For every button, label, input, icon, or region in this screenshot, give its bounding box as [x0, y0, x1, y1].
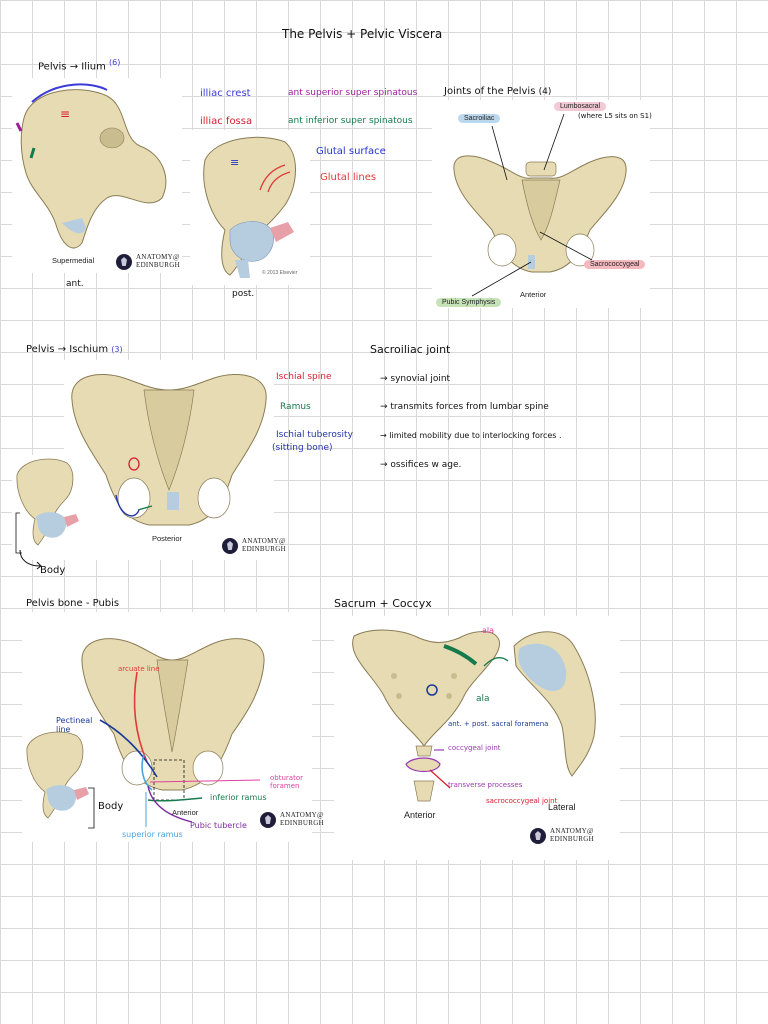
label-transverse-processes: transverse processes	[448, 781, 523, 789]
ischium-heading: Pelvis → Ischium (3)	[26, 344, 123, 356]
anatomy-logo-4: ANATOMY@EDINBURGH	[530, 828, 594, 844]
lumbosacral-note: (where L5 sits on S1)	[578, 112, 652, 120]
label-coccygeal-joint: coccygeal joint	[448, 744, 501, 752]
page-title: The Pelvis + Pelvic Viscera	[282, 27, 443, 41]
label-pubic-tubercle: Pubic tubercle	[190, 821, 247, 830]
sacroiliac-heading: Sacroiliac joint	[370, 343, 451, 356]
ischium-count: (3)	[111, 345, 123, 354]
ilium-heading: Pelvis → Ilium (6)	[38, 58, 120, 73]
pubis-figure: Anterior ANATOMY@EDINBURGH	[22, 612, 324, 842]
term-ant-inferior: ant inferior super spinatous	[288, 116, 413, 126]
label-pubic-symphysis: Pubic Symphysis	[436, 298, 502, 307]
ilium-heading-text: Pelvis → Ilium	[38, 61, 106, 73]
ilium-copyright: © 2013 Elsevier	[262, 270, 298, 276]
logo-line2: EDINBURGH	[550, 835, 594, 843]
label-pubis-anterior: Anterior	[172, 808, 199, 817]
label-inferior-ramus: inferior ramus	[210, 793, 267, 802]
pelvis-anterior-illustration	[453, 113, 627, 297]
label-superior-ramus: superior ramus	[122, 830, 183, 839]
label-lumbosacral: Lumbosacral	[554, 102, 607, 111]
sacrum-heading: Sacrum + Coccyx	[334, 597, 432, 610]
ilium-lateral-illustration: ≡	[203, 136, 296, 278]
sacroiliac-point-3: → limited mobility due to interlocking f…	[380, 431, 562, 440]
sacroiliac-point-4: → ossifices w age.	[380, 460, 462, 470]
ilium-count: (6)	[109, 58, 121, 67]
ischium-view-label: Posterior	[152, 534, 183, 543]
body-arrow	[19, 549, 42, 570]
logo-line2: EDINBURGH	[136, 261, 180, 269]
pubis-body-label: Body	[98, 801, 124, 812]
pubis-inset	[22, 728, 95, 838]
label-joints-anterior: Anterior	[520, 290, 547, 299]
joints-heading-text: Joints of the Pelvis	[444, 86, 536, 97]
svg-text:≡: ≡	[230, 156, 239, 169]
term-ramus: Ramus	[280, 402, 311, 412]
anatomy-logo-2: ANATOMY@EDINBURGH	[222, 538, 286, 554]
label-pectineal-line: Pectineal line	[56, 716, 93, 735]
svg-text:≡: ≡	[60, 107, 70, 121]
logo-line2: EDINBURGH	[280, 819, 324, 827]
term-ischial-spine: Ischial spine	[276, 372, 332, 382]
edinburgh-crest-icon	[116, 254, 132, 270]
pelvis-posterior-illustration	[71, 373, 267, 526]
edinburgh-crest-icon	[530, 828, 546, 844]
term-sitting-bone: (sitting bone)	[272, 443, 333, 453]
ilium-medial-illustration: ≡	[15, 83, 167, 249]
label-sacrum-lateral: Lateral	[548, 802, 576, 812]
caption-ant: ant.	[66, 279, 84, 289]
ischium-figure: Posterior ANATOMY@EDINBURGH	[64, 360, 286, 560]
sacrum-figure: Anterior Lateral ANATOMY@EDINBURGH	[334, 616, 620, 860]
label-ala-top: ala	[482, 626, 495, 635]
sacrum-coccyx-illustration	[352, 629, 596, 802]
pubis-heading: Pelvis bone - Pubis	[26, 598, 120, 609]
edinburgh-crest-icon	[260, 812, 276, 828]
term-glutal-surface: Glutal surface	[316, 146, 386, 157]
hip-bone-inset-illustration	[26, 731, 95, 829]
anatomy-logo: ANATOMY@EDINBURGH	[116, 254, 180, 270]
label-sacrum-anterior: Anterior	[404, 810, 436, 820]
label-sacral-foramina: ant. + post. sacral foramena	[448, 720, 549, 728]
logo-line1: ANATOMY@	[550, 827, 594, 836]
label-sacrococcygeal: Sacrococcygeal	[584, 260, 646, 269]
term-illiac-fossa: illiac fossa	[200, 116, 253, 127]
joints-heading: Joints of the Pelvis (4)	[444, 86, 551, 98]
ischium-inset	[12, 455, 82, 560]
logo-line1: ANATOMY@	[280, 811, 324, 820]
anatomy-logo-3: ANATOMY@EDINBURGH	[260, 812, 324, 828]
caption-post: post.	[232, 289, 255, 299]
logo-line2: EDINBURGH	[242, 545, 286, 553]
ischium-heading-text: Pelvis → Ischium	[26, 344, 109, 355]
logo-line1: ANATOMY@	[136, 253, 180, 262]
ilium-figure-left: ≡ Supermedial ANATOMY@EDINBURGH	[12, 78, 182, 273]
label-sacrococcygeal-joint: sacrococcygeal joint	[486, 797, 558, 805]
term-ant-superior: ant superior super spinatous	[288, 88, 418, 98]
term-illiac-crest: illiac crest	[200, 88, 251, 99]
sacroiliac-point-1: → synovial joint	[380, 374, 451, 384]
label-sacroiliac: Sacroiliac	[458, 114, 501, 123]
term-glutal-lines: Glutal lines	[320, 172, 377, 183]
joints-figure: Sacroiliac Lumbosacral (where L5 sits on…	[432, 100, 652, 308]
label-ala: ala	[476, 694, 490, 704]
term-ischial-tuberosity: Ischial tuberosity	[276, 430, 353, 440]
pelvis-pubis-illustration	[81, 638, 265, 827]
edinburgh-crest-icon	[222, 538, 238, 554]
ischium-body-label: Body	[40, 565, 66, 576]
label-obturator-foramen: obturator foramen	[270, 774, 303, 791]
joints-count: (4)	[538, 87, 552, 97]
sacroiliac-point-2: → transmits forces from lumbar spine	[380, 402, 549, 412]
hip-bone-inset-illustration	[15, 458, 79, 554]
label-arcuate-line: arcuate line	[118, 665, 160, 673]
ilium-figure-right: ≡ © 2013 Elsevier	[190, 130, 310, 285]
logo-line1: ANATOMY@	[242, 537, 286, 546]
ilium-view-label: Supermedial	[52, 256, 95, 265]
